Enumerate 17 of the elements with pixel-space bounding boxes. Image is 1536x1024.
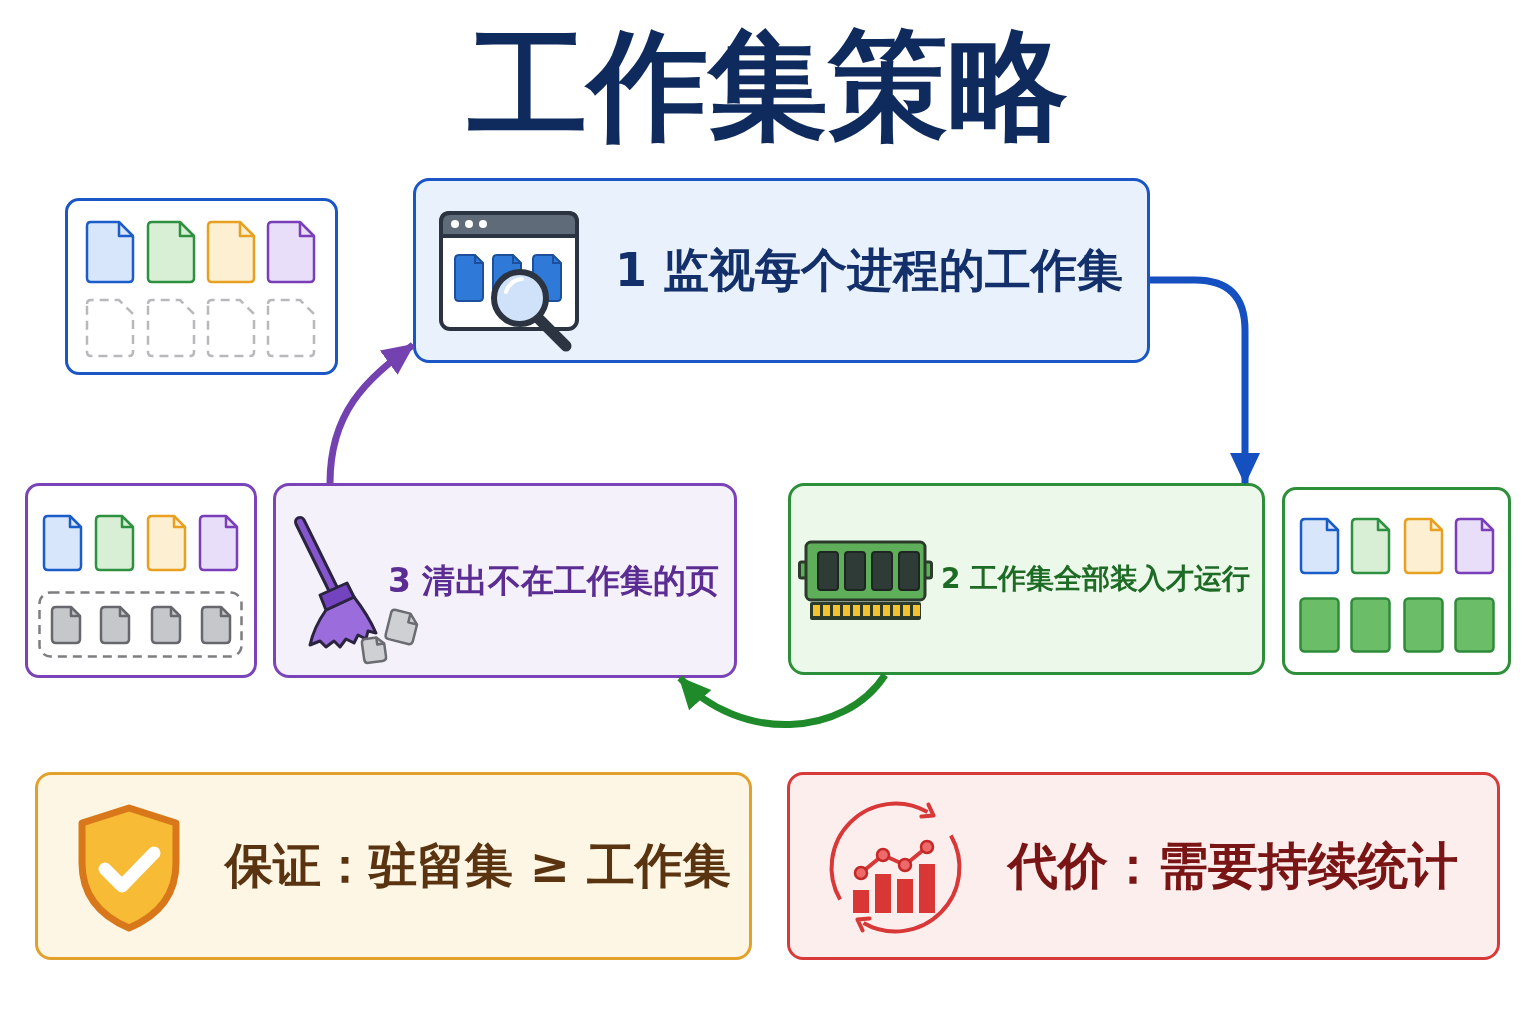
info-box (35, 772, 752, 960)
info-box (787, 772, 1500, 960)
step-box (273, 483, 737, 678)
info-text: 保证：驻留集 ≥ 工作集 (225, 837, 731, 895)
step-box (413, 178, 1150, 363)
step-box (788, 483, 1265, 675)
info-text: 代价：需要持续统计 (1008, 836, 1458, 896)
step-label: 1 监视每个进程的工作集 (615, 242, 1124, 299)
page-grid-card (1282, 487, 1511, 675)
page-grid-card (65, 198, 338, 375)
step-label: 3 清出不在工作集的页 (388, 560, 720, 601)
step-label: 2 工作集全部装入才运行 (941, 562, 1251, 596)
arrow (1150, 276, 1260, 485)
title: 工作集策略 (468, 15, 1068, 157)
page-grid-card (25, 483, 257, 678)
arrow (326, 342, 416, 484)
arrow (677, 672, 888, 728)
